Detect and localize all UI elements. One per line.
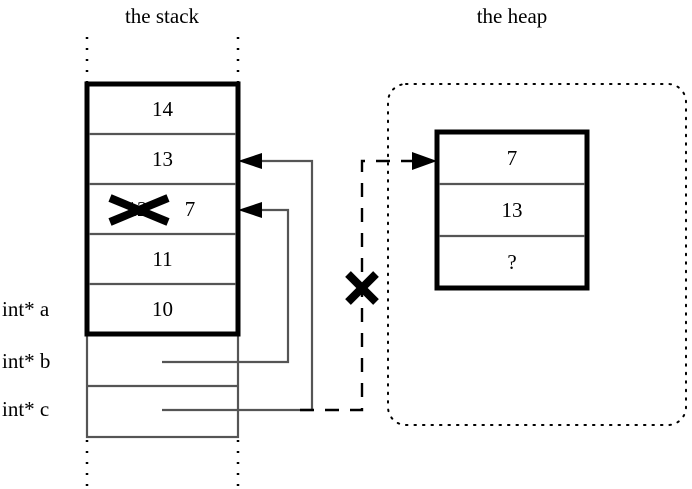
stack-main-box [84,81,241,337]
stack-cell-value-4: 10 [152,297,173,321]
stack-cell-value-2-new: 7 [184,197,196,221]
pointer-line-b-to-stack [162,208,290,364]
pointer-arrowhead-b [238,202,262,218]
pointer-label-a: int* a [2,297,50,321]
heap-cell-value-0: 7 [506,146,518,170]
heap-title: the heap [476,4,548,28]
stack-title: the stack [124,4,200,28]
pointer-line-c-to-stack [162,159,314,412]
dashed-pointer-arrowhead-heap [412,152,437,170]
cross-out-dashed-pointer-icon [345,271,379,305]
heap-region-boundary [387,83,687,426]
heap-block-box [434,129,590,291]
stack-cell-value-1: 13 [152,147,173,171]
pointer-arrowhead-c [238,153,262,169]
stack-cell-value-3: 11 [152,247,173,271]
pointer-label-b: int* b [2,349,51,373]
stack-cell-value-0: 14 [152,97,173,121]
heap-cell-value-1: 13 [501,198,523,222]
stack-cell-value-2-old: 12 [126,197,148,221]
cross-out-stack-value-icon [108,194,170,226]
pointer-label-c: int* c [2,397,50,421]
heap-cell-value-2: ? [507,250,517,274]
